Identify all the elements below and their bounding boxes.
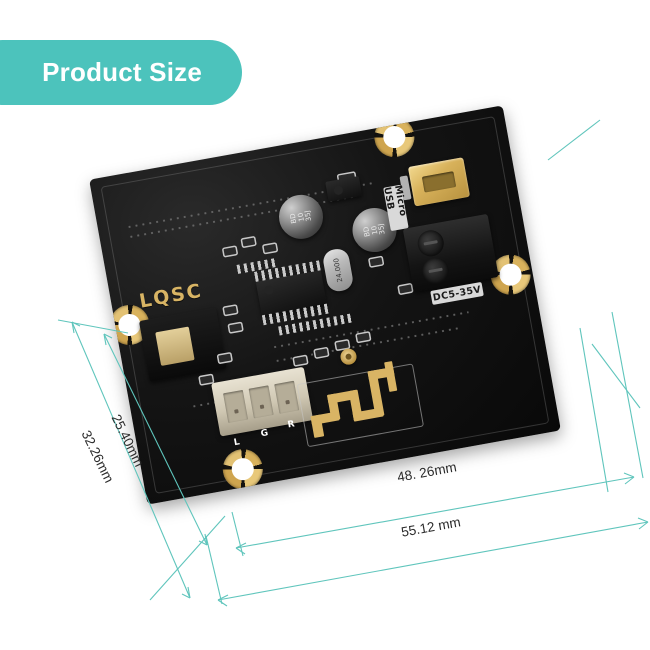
ext-line-br-inner (591, 343, 641, 409)
audio-jack-barrel (155, 326, 195, 366)
dim-tick-right-inner (579, 327, 609, 493)
arrow-width-outer-left (217, 594, 229, 607)
dim-tick-bottom-outer (205, 535, 223, 605)
jst-slot (248, 385, 274, 419)
capacitor-2-marking: BD 10 35J (361, 222, 387, 238)
arrow-height-outer-top (71, 321, 81, 334)
arrow-width-inner-left (235, 542, 247, 555)
pcb-substrate: LQSC BD 10 35J BD 10 35J (89, 105, 561, 505)
arrow-height-inner-top (103, 333, 113, 346)
dim-line-width-inner (235, 476, 635, 549)
jst-pin (234, 409, 239, 414)
dim-tick-right-outer (611, 311, 644, 479)
arrow-width-outer-right (637, 517, 649, 530)
jst-pin (285, 399, 290, 405)
arrow-height-inner-bottom (198, 533, 208, 546)
jst-pin (259, 404, 265, 410)
terminal-screw (415, 228, 446, 259)
capacitor-1-marking: BD 10 35J (288, 209, 313, 225)
dimension-label-height-outer: 32.26mm (78, 428, 117, 486)
dimension-label-width-inner: 48. 26mm (396, 459, 458, 485)
terminal-screw (420, 255, 451, 286)
dim-tick-bottom-inner (231, 511, 244, 557)
ext-line-tr (547, 119, 601, 161)
banner-label: Product Size (42, 57, 202, 87)
ext-line-bl (149, 515, 226, 601)
audio-right-label: R (286, 419, 296, 431)
crystal-marking: 24.000 (331, 257, 345, 283)
audio-ground-label: G (260, 428, 270, 440)
antenna-segment (384, 361, 398, 392)
dimension-label-width-outer: 55.12 mm (400, 514, 462, 540)
jst-slot (223, 389, 249, 423)
pcb-board: LQSC BD 10 35J BD 10 35J (89, 105, 561, 505)
product-size-banner: Product Size (0, 40, 242, 105)
arrow-height-outer-bottom (181, 586, 191, 599)
jst-slot (274, 380, 300, 414)
arrow-width-inner-right (623, 472, 635, 485)
